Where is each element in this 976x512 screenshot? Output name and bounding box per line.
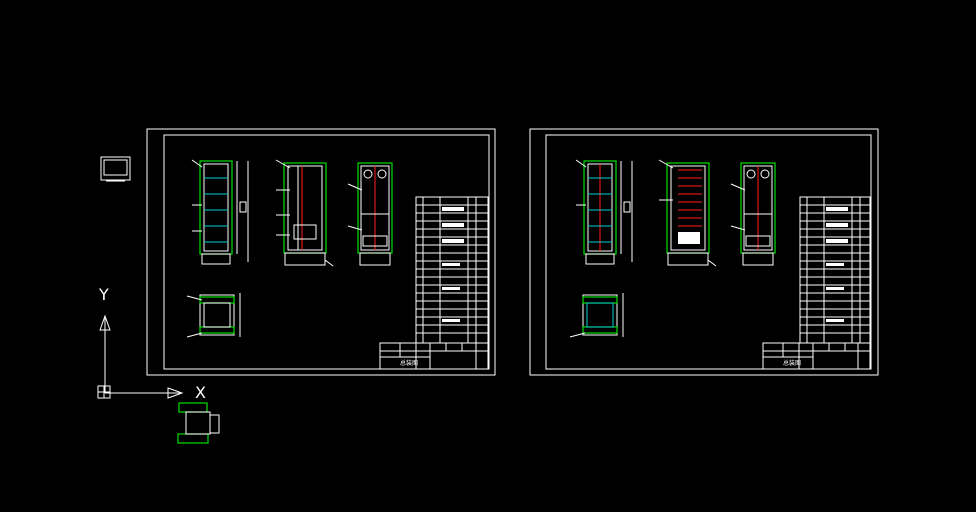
title-block-left: 总装图 (379, 196, 489, 370)
ucs-x-label: X (195, 383, 206, 402)
front-view-left[interactable] (191, 159, 249, 265)
top-view-right[interactable] (569, 293, 624, 338)
stray-block[interactable] (177, 402, 220, 444)
sheet-left[interactable]: 总装图 (146, 128, 496, 376)
front-view-right[interactable] (575, 159, 633, 265)
sheet-right[interactable]: 总装图 (529, 128, 879, 376)
title-label-left: 总装图 (400, 359, 418, 367)
ucs-icon: Y X (97, 285, 206, 402)
monitor-icon[interactable] (100, 156, 131, 182)
title-block-right: 总装图 (762, 196, 871, 370)
side-view-left[interactable] (275, 159, 334, 267)
side-view-right[interactable] (658, 159, 717, 267)
rear-view-left[interactable] (347, 162, 393, 266)
top-view-left[interactable] (186, 293, 241, 338)
rear-view-right[interactable] (730, 162, 776, 266)
title-label-right: 总装图 (783, 359, 801, 367)
ucs-y-label: Y (98, 285, 109, 304)
